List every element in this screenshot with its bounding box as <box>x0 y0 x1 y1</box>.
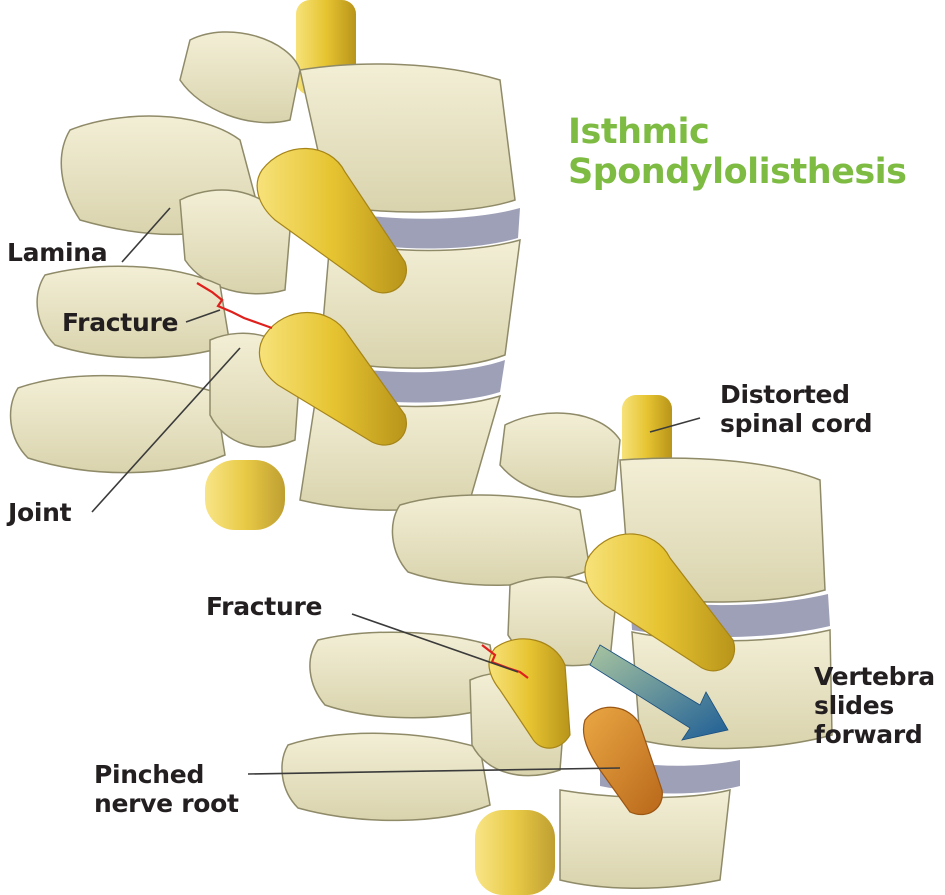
label-fracture-top: Fracture <box>62 308 178 337</box>
upper-spinous-process-1 <box>180 32 300 123</box>
lower-transverse-process-3 <box>282 733 490 820</box>
label-vertebra-line-2: slides <box>814 691 935 720</box>
lower-spinal-cord-bottom <box>475 810 555 895</box>
label-distorted-line-2: spinal cord <box>720 409 872 438</box>
label-pinched-line-1: Pinched <box>94 760 239 789</box>
lower-transverse-process-1 <box>392 495 590 585</box>
label-fracture-bottom: Fracture <box>206 592 322 621</box>
lower-spinous-process-1 <box>500 413 620 497</box>
label-distorted-spinal-cord: Distorted spinal cord <box>720 380 872 438</box>
diagram-title: Isthmic Spondylolisthesis <box>568 112 907 192</box>
upper-spinal-cord-lower <box>205 460 285 530</box>
label-lamina: Lamina <box>7 238 107 267</box>
upper-transverse-process-3 <box>11 376 225 473</box>
label-vertebra-slides-forward: Vertebra slides forward <box>814 662 935 749</box>
label-pinched-nerve-root: Pinched nerve root <box>94 760 239 818</box>
label-distorted-line-1: Distorted <box>720 380 872 409</box>
title-line-2: Spondylolisthesis <box>568 152 907 192</box>
label-pinched-line-2: nerve root <box>94 789 239 818</box>
label-vertebra-line-3: forward <box>814 720 935 749</box>
title-line-1: Isthmic <box>568 112 907 152</box>
label-joint: Joint <box>8 498 71 527</box>
label-vertebra-line-1: Vertebra <box>814 662 935 691</box>
